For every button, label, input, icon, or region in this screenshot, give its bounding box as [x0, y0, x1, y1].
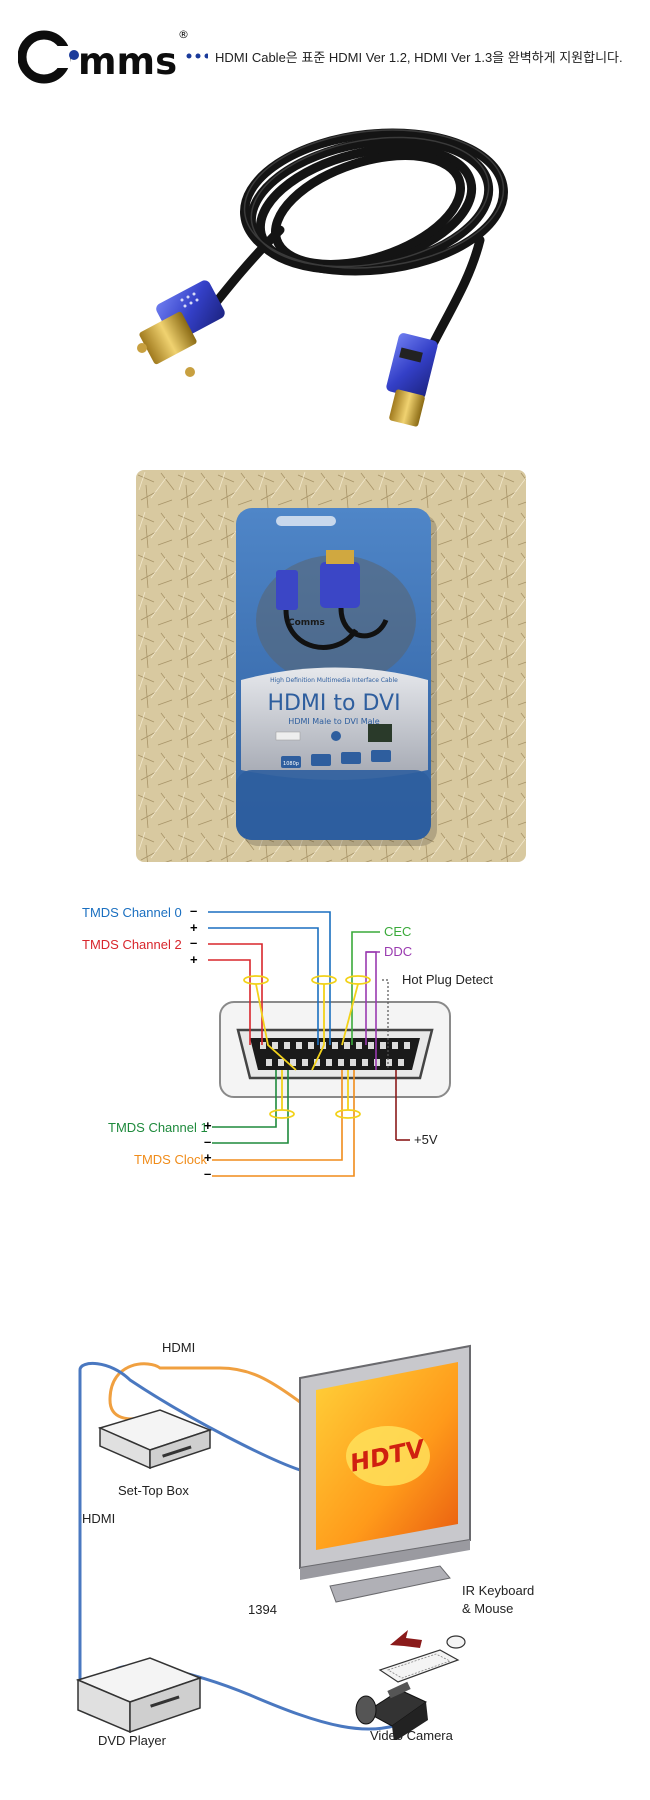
tmds0-minus-sign: –: [190, 903, 198, 918]
package-badge: 1080p: [283, 761, 299, 767]
tmds1-label: TMDS Channel 1: [108, 1120, 208, 1135]
hdmi-pinout-diagram: TMDS Channel 0 – + TMDS Channel 2 – + CE…: [82, 900, 570, 1220]
tmds2-plus-sign: +: [190, 952, 198, 967]
clock-label: TMDS Clock: [134, 1152, 207, 1167]
hdmi-blue-cable: [78, 1361, 301, 1472]
package-brand: Comms: [288, 618, 325, 628]
tmds0-lines: [208, 911, 331, 1045]
plus5v-label: +5V: [414, 1132, 438, 1147]
ddc-lines: [365, 951, 380, 1070]
tmds2-label: TMDS Channel 2: [82, 937, 182, 952]
hdmi-left-label: HDMI: [82, 1511, 116, 1526]
connection-diagram: HDTV: [70, 1340, 610, 1748]
tmds1-plus-sign: +: [204, 1118, 212, 1133]
package-title: HDMI to DVI: [267, 691, 400, 716]
package-photo: Comms High Definition Multimedia Interfa…: [136, 470, 526, 862]
keyboard-mouse-label: IR Keyboard & Mouse: [462, 1583, 535, 1616]
hdmi-top-label: HDMI: [162, 1340, 196, 1355]
package-subtitle: HDMI Male to DVI Male: [288, 717, 379, 726]
clock-plus-sign: +: [204, 1150, 212, 1165]
settop-box-device: [97, 1409, 213, 1470]
header-tagline: HDMI Cable은 표준 HDMI Ver 1.2, HDMI Ver 1.…: [215, 50, 623, 65]
package-tagline: High Definition Multimedia Interface Cab…: [270, 677, 398, 684]
hdmi-connector: [386, 333, 438, 427]
hpd-label: Hot Plug Detect: [402, 972, 494, 987]
svg-text:mms: mms: [78, 40, 177, 83]
hdmi-orange-cable: [108, 1362, 301, 1404]
ieee1394-label: 1394: [248, 1602, 277, 1617]
cable-photo: [137, 128, 508, 427]
tmds0-label: TMDS Channel 0: [82, 905, 182, 920]
hdtv: HDTV: [299, 1344, 471, 1603]
dvi-connector: [137, 280, 225, 377]
tmds2-minus-sign: –: [190, 935, 198, 950]
keyboard-mouse-device: [378, 1630, 466, 1683]
hpd-line: [382, 979, 389, 1070]
settop-box-label: Set-Top Box: [118, 1483, 189, 1498]
tmds0-plus-sign: +: [190, 920, 198, 935]
dvd-player-device: [75, 1657, 203, 1734]
header: mms ® HDMI Cable은 표준 HDMI Ver 1.2, HDMI …: [0, 0, 650, 90]
clock-lines: [212, 1070, 355, 1177]
tmds1-lines: [212, 1070, 289, 1144]
clock-minus-sign: –: [204, 1166, 212, 1181]
video-camera-device: [355, 1681, 428, 1740]
tmds1-minus-sign: –: [204, 1134, 212, 1149]
dvd-player-label: DVD Player: [98, 1733, 166, 1748]
ddc-label: DDC: [384, 944, 413, 959]
comms-logo: mms ®: [18, 28, 208, 84]
cec-label: CEC: [384, 924, 412, 939]
shield-lines: [243, 975, 371, 1119]
svg-text:®: ®: [178, 28, 189, 41]
video-camera-label: Video Camera: [370, 1728, 453, 1743]
